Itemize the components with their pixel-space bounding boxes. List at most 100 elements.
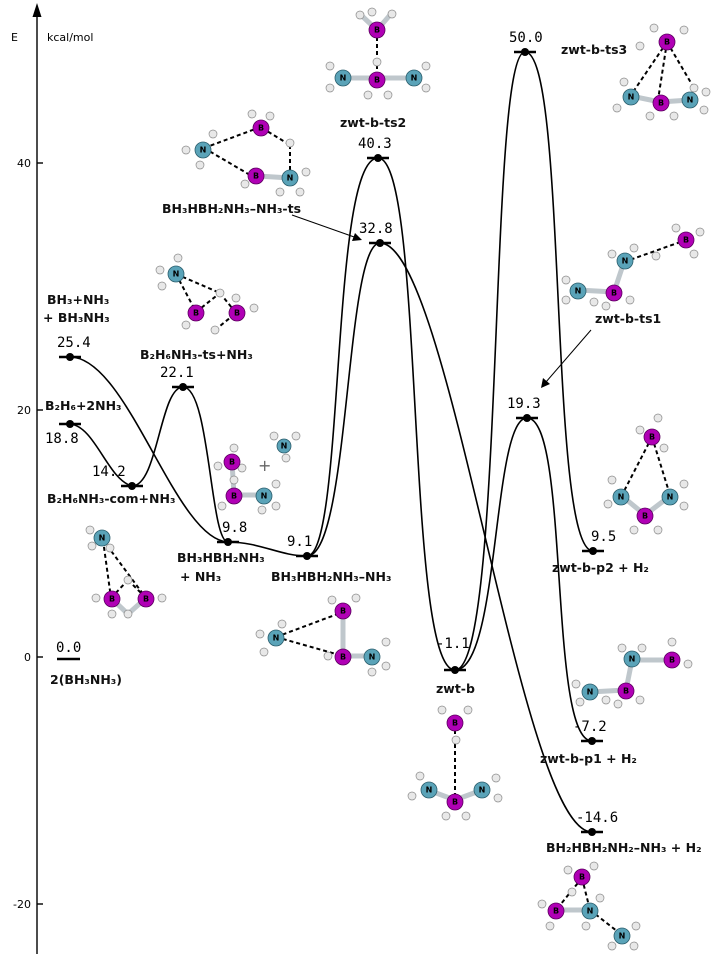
svg-text:N: N xyxy=(587,688,594,697)
svg-text:B: B xyxy=(231,492,237,501)
level-dot-zwtbts3 xyxy=(521,48,529,56)
svg-text:B: B xyxy=(229,458,235,467)
svg-text:B: B xyxy=(258,124,264,133)
svg-text:N: N xyxy=(667,493,674,502)
value-label-bh3hbh2: 9.8 xyxy=(222,520,247,536)
path-complex-to-ts2 xyxy=(306,157,379,557)
value-label-p1: -7.2 xyxy=(573,719,607,735)
species-label-b2h6: B₂H₆+2NH₃ xyxy=(45,398,122,413)
species-label-zwtbts1: zwt-b-ts1 xyxy=(595,311,661,326)
svg-text:B: B xyxy=(340,607,346,616)
svg-text:B: B xyxy=(234,309,240,318)
level-dot-bh3hbh2 xyxy=(224,538,232,546)
molecule-zwtbts1: N B N B xyxy=(561,223,705,311)
molecule-b2h6ts: N B B xyxy=(155,253,259,335)
species-label-final: BH₂HBH₂NH₂–NH₃ + H₂ xyxy=(546,840,702,855)
svg-text:B: B xyxy=(664,38,670,47)
svg-text:N: N xyxy=(618,493,625,502)
species-label-bh3hbh2-line1: BH₃HBH₂NH₃ xyxy=(177,550,265,565)
svg-text:B: B xyxy=(374,26,380,35)
molecule-bh3hbh2: B B N N xyxy=(213,431,301,515)
svg-text:N: N xyxy=(261,492,268,501)
svg-text:B: B xyxy=(143,595,149,604)
arrow-ts1-pointer xyxy=(545,329,592,383)
svg-text:N: N xyxy=(173,270,180,279)
svg-text:B: B xyxy=(109,595,115,604)
energy-levels xyxy=(57,48,604,836)
species-label-nh3ts: BH₃HBH₂NH₃–NH₃-ts xyxy=(162,201,301,216)
molecule-final: B B N N xyxy=(537,861,641,951)
svg-text:N: N xyxy=(369,653,376,662)
svg-text:N: N xyxy=(622,257,629,266)
svg-text:B: B xyxy=(193,309,199,318)
value-label-zwtb: -1.1 xyxy=(436,636,470,652)
svg-text:B: B xyxy=(452,798,458,807)
path-com-to-ts xyxy=(131,386,184,487)
species-label-zwtbts3: zwt-b-ts3 xyxy=(561,42,627,57)
svg-text:N: N xyxy=(287,174,294,183)
tick-label-0: 0 xyxy=(24,651,31,664)
value-label-final: -14.6 xyxy=(576,810,618,826)
svg-text:N: N xyxy=(587,907,594,916)
level-dot-b2h6ts xyxy=(179,383,187,391)
path-ts2-to-zwtb xyxy=(377,157,456,671)
svg-text:B: B xyxy=(642,512,648,521)
molecule-zwtb: B N B N xyxy=(407,705,503,821)
level-dot-nh3ts xyxy=(376,239,384,247)
arrow-nh3ts-pointer xyxy=(291,214,358,239)
molecule-bh3hbh2nh3: N B B N xyxy=(255,593,391,677)
level-dot-p2 xyxy=(589,547,597,555)
species-label-b2h6ts: B₂H₆NH₃-ts+NH₃ xyxy=(140,347,253,362)
species-labels: 2(BH₃NH₃) BH₃+NH₃ + BH₃NH₃ B₂H₆+2NH₃ B₂H… xyxy=(43,42,702,855)
tick-label-20: 20 xyxy=(17,404,31,417)
axis-arrowhead xyxy=(32,3,42,17)
annotation-arrows: + xyxy=(258,214,592,475)
value-label-bh3nh3: 25.4 xyxy=(57,335,91,351)
svg-text:N: N xyxy=(628,93,635,102)
svg-text:B: B xyxy=(658,99,664,108)
svg-text:N: N xyxy=(479,786,486,795)
species-label-bh3nh3-line2: + BH₃NH₃ xyxy=(43,310,110,325)
svg-text:B: B xyxy=(340,653,346,662)
species-label-p1: zwt-b-p1 + H₂ xyxy=(540,751,637,766)
species-label-bh3hbh2nh3: BH₃HBH₂NH₃–NH₃ xyxy=(271,569,391,584)
path-zwtb-to-ts1 xyxy=(454,417,528,671)
species-label-ref: 2(BH₃NH₃) xyxy=(50,672,122,687)
svg-text:N: N xyxy=(273,634,280,643)
path-ts1-to-p1 xyxy=(526,417,593,742)
value-label-b2h6: 18.8 xyxy=(45,431,79,447)
svg-text:B: B xyxy=(669,656,675,665)
svg-text:B: B xyxy=(374,76,380,85)
molecule-p1: N B N B xyxy=(571,637,693,709)
value-label-zwtbts3: 50.0 xyxy=(509,30,543,46)
svg-text:N: N xyxy=(619,932,626,941)
value-label-nh3ts: 32.8 xyxy=(359,221,393,237)
path-ts3-to-p2 xyxy=(524,51,594,552)
species-label-p2: zwt-b-p2 + H₂ xyxy=(552,560,649,575)
species-label-zwtb: zwt-b xyxy=(436,681,475,696)
arrow-nh3ts-head xyxy=(352,233,362,241)
value-label-zwtbts1: 19.3 xyxy=(507,396,541,412)
svg-text:N: N xyxy=(200,146,207,155)
svg-text:B: B xyxy=(623,687,629,696)
svg-text:N: N xyxy=(281,442,288,451)
plus-symbol: + xyxy=(258,456,271,475)
energy-axis: E kcal/mol 40 20 0 -20 xyxy=(11,3,93,954)
svg-text:N: N xyxy=(99,534,106,543)
svg-text:B: B xyxy=(452,719,458,728)
level-dot-b2h6 xyxy=(66,420,74,428)
level-dot-zwtbts1 xyxy=(523,414,531,422)
axis-title: E xyxy=(11,31,18,44)
molecule-nh3ts: N B B N xyxy=(181,109,311,197)
level-dot-zwtbts2 xyxy=(374,154,382,162)
svg-text:B: B xyxy=(579,873,585,882)
svg-text:N: N xyxy=(575,287,582,296)
svg-text:N: N xyxy=(340,74,347,83)
value-label-zwtbts2: 40.3 xyxy=(358,136,392,152)
svg-text:B: B xyxy=(553,907,559,916)
reaction-paths xyxy=(69,51,594,833)
tick-label-40: 40 xyxy=(17,157,31,170)
axis-unit: kcal/mol xyxy=(47,31,93,44)
path-b2h6-to-com xyxy=(69,423,133,487)
